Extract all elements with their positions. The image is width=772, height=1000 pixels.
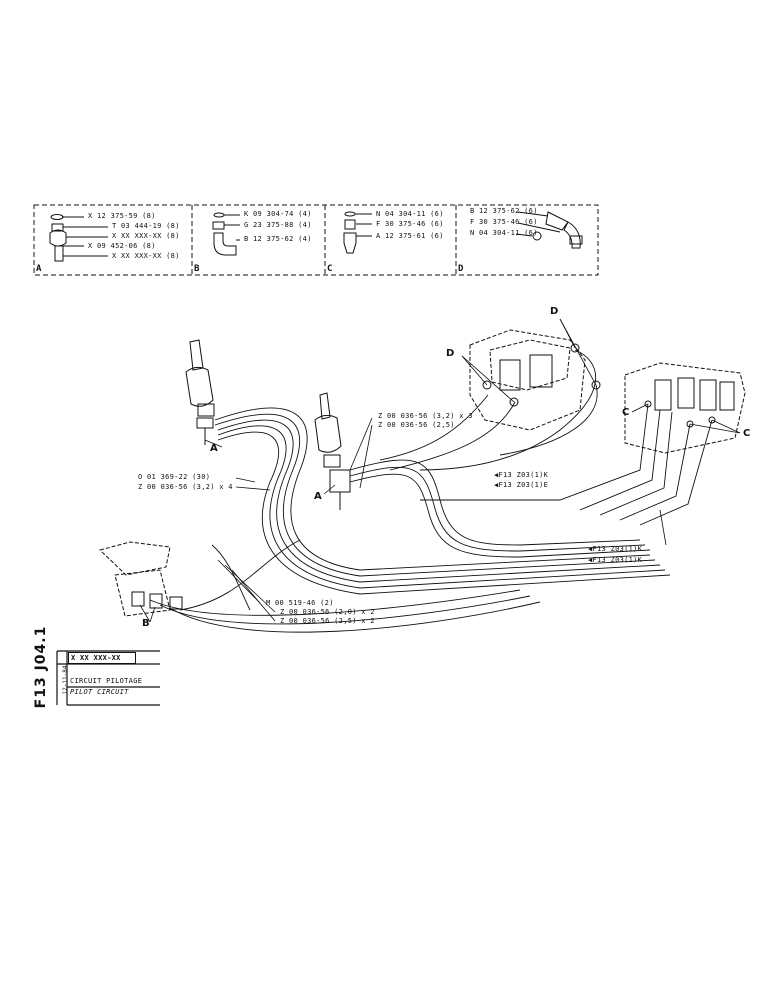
legend-section-c-letter: C [327, 264, 333, 274]
legend-section-a-letter: A [36, 264, 42, 274]
callout-tube-3: Z 00 036-56 (3,2) x 4 [138, 483, 233, 491]
upper-control-valve [469, 329, 586, 431]
letter-c-left: C [622, 407, 630, 418]
callout-tube-1: Z 00 036-56 (3,2) x 3 [378, 412, 473, 420]
part-number: X XX XXX-XX [71, 654, 121, 662]
legend-a-part-2: T 03 444-19 (8) [112, 222, 180, 230]
hose-bundle [149, 349, 713, 633]
callout-clip-2: M 00 519-46 (2) [266, 599, 334, 607]
legend-d-part-3: N 04 304-11 (6) [470, 229, 538, 237]
ref-3-text: F13 Z03(1)K [592, 545, 643, 553]
left-joystick [185, 339, 215, 445]
letter-a-lower: A [314, 491, 322, 502]
pedal-assembly [99, 541, 171, 617]
legend-b-part-1: K 09 304-74 (4) [244, 210, 312, 218]
right-control-valve [624, 362, 746, 454]
legend-c-part-3: A 12 375-61 (6) [376, 232, 444, 240]
letter-c-right: C [743, 428, 751, 439]
legend-section-d-letter: D [458, 264, 464, 274]
title-french: CIRCUIT PILOTAGE [70, 677, 143, 685]
legend-b-fittings [212, 212, 240, 256]
callout-tube-4: Z 00 036-56 (2,0) x 2 [280, 608, 375, 616]
legend-frame [33, 204, 599, 276]
legend-b-part-2: G 23 375-88 (4) [244, 221, 312, 229]
legend-c-part-2: F 30 375-46 (6) [376, 220, 444, 228]
legend-a-part-1: X 12 375-59 (8) [88, 212, 156, 220]
title-block-frame [56, 650, 160, 706]
legend-d-fittings [515, 211, 583, 249]
legend-d-part-2: F 30 375-46 (6) [470, 218, 538, 226]
page-reference: F13 J04.1 [33, 625, 49, 709]
callout-ref-2: ◀F13 Z03(1)E [494, 481, 549, 489]
letter-b: B [142, 618, 150, 629]
callout-ref-4: ◀F13 Z03(1)K [588, 556, 643, 564]
legend-b-part-3: B 12 375-62 (4) [244, 235, 312, 243]
ref-4-text: F13 Z03(1)K [592, 556, 643, 564]
callout-tube-2: Z 00 036-56 (2,5) [378, 421, 455, 429]
ref-2-text: F13 Z03(1)E [498, 481, 549, 489]
leader-lines [139, 318, 741, 623]
legend-section-b-letter: B [194, 264, 200, 274]
letter-d-left: D [446, 348, 455, 359]
pedal-fittings [131, 591, 183, 610]
legend-c-fittings [343, 211, 372, 254]
legend-a-part-5: X XX XXX-XX (8) [112, 252, 180, 260]
legend-c-part-1: N 04 304-11 (6) [376, 210, 444, 218]
legend-a-part-3: X XX XXX-XX (8) [112, 232, 180, 240]
legend-a-part-4: X 09 452-06 (8) [88, 242, 156, 250]
upper-control-valve-details [482, 343, 601, 407]
callout-ref-1: ◀F13 Z03(1)K [494, 471, 549, 479]
callout-ref-3: ◀F13 Z03(1)K [588, 545, 643, 553]
right-control-valve-details [644, 377, 735, 428]
center-joystick [314, 392, 351, 510]
callout-tube-5: Z 00 036-56 (2,5) x 2 [280, 617, 375, 625]
letter-a-upper: A [210, 443, 218, 454]
callout-clip-1: O 01 369-22 (30) [138, 473, 211, 481]
legend-d-part-1: B 12 375-62 (6) [470, 207, 538, 215]
part-number-box [68, 652, 136, 664]
ref-1-text: F13 Z03(1)K [498, 471, 549, 479]
revision-date: 12-11-84 [62, 665, 69, 695]
letter-d-right: D [550, 306, 559, 317]
title-english: PILOT CIRCUIT [70, 688, 129, 696]
legend-a-fittings [49, 214, 108, 262]
